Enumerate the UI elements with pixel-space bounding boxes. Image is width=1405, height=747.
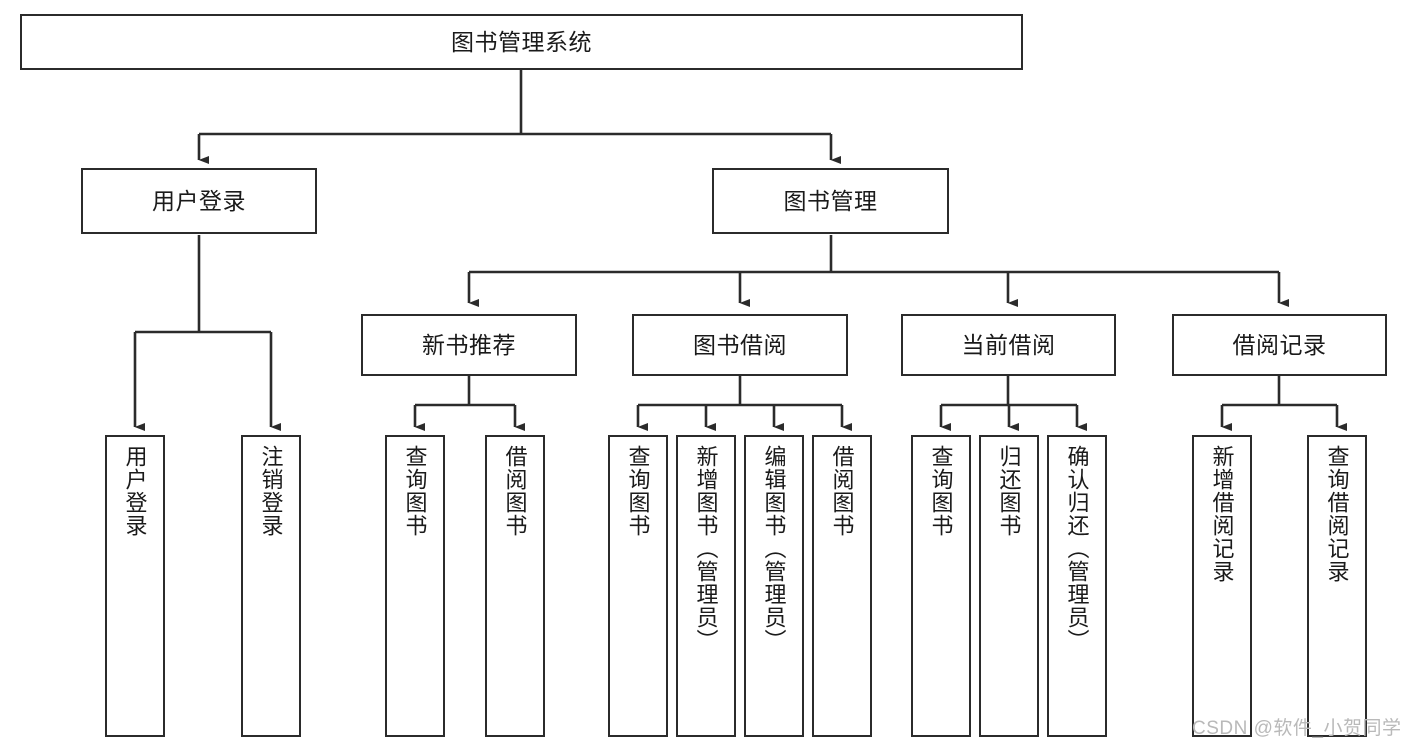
- node-book-borrow[interactable]: 图书借阅: [632, 314, 848, 376]
- node-book-manage[interactable]: 图书管理: [712, 168, 949, 234]
- node-new-book-recommend[interactable]: 新书推荐: [361, 314, 577, 376]
- node-label: 新书推荐: [422, 331, 516, 358]
- node-label: 用户登录: [122, 445, 148, 537]
- node-leaf-logout-login[interactable]: 注销登录: [241, 435, 301, 737]
- node-label: 当前借阅: [961, 331, 1056, 358]
- node-label: 图书管理系统: [451, 28, 592, 55]
- node-label: 用户登录: [152, 187, 246, 214]
- node-leaf-user-login[interactable]: 用户登录: [105, 435, 165, 737]
- node-label: 查询图书: [402, 445, 428, 537]
- node-leaf-query-book-2[interactable]: 查询图书: [608, 435, 668, 737]
- node-leaf-return-book[interactable]: 归还图书: [979, 435, 1039, 737]
- node-label: 查询借阅记录: [1324, 445, 1350, 583]
- node-root-book-management-system[interactable]: 图书管理系统: [20, 14, 1023, 70]
- node-label: 借阅记录: [1232, 331, 1327, 358]
- node-label: 图书借阅: [693, 331, 787, 358]
- node-label: 注销登录: [258, 445, 284, 537]
- node-leaf-query-borrow-record[interactable]: 查询借阅记录: [1307, 435, 1367, 737]
- node-borrow-record[interactable]: 借阅记录: [1172, 314, 1387, 376]
- node-label: 图书管理: [783, 187, 878, 214]
- node-label: 查询图书: [625, 445, 651, 537]
- node-label: 借阅图书: [829, 445, 855, 537]
- node-leaf-add-book-admin[interactable]: 新增图书（管理员）: [676, 435, 736, 737]
- node-label: 新增图书（管理员）: [693, 445, 719, 652]
- node-label: 新增借阅记录: [1209, 445, 1235, 583]
- node-leaf-edit-book-admin[interactable]: 编辑图书（管理员）: [744, 435, 804, 737]
- node-label: 归还图书: [996, 445, 1022, 537]
- node-label: 查询图书: [928, 445, 954, 537]
- node-leaf-query-book-1[interactable]: 查询图书: [385, 435, 445, 737]
- node-leaf-add-borrow-record[interactable]: 新增借阅记录: [1192, 435, 1252, 737]
- node-label: 编辑图书（管理员）: [761, 445, 787, 652]
- node-leaf-borrow-book-2[interactable]: 借阅图书: [812, 435, 872, 737]
- node-leaf-borrow-book-1[interactable]: 借阅图书: [485, 435, 545, 737]
- node-user-login[interactable]: 用户登录: [81, 168, 317, 234]
- node-current-borrow[interactable]: 当前借阅: [901, 314, 1116, 376]
- node-label: 借阅图书: [502, 445, 528, 537]
- node-leaf-confirm-return-admin[interactable]: 确认归还（管理员）: [1047, 435, 1107, 737]
- node-label: 确认归还（管理员）: [1064, 445, 1090, 652]
- node-leaf-query-book-3[interactable]: 查询图书: [911, 435, 971, 737]
